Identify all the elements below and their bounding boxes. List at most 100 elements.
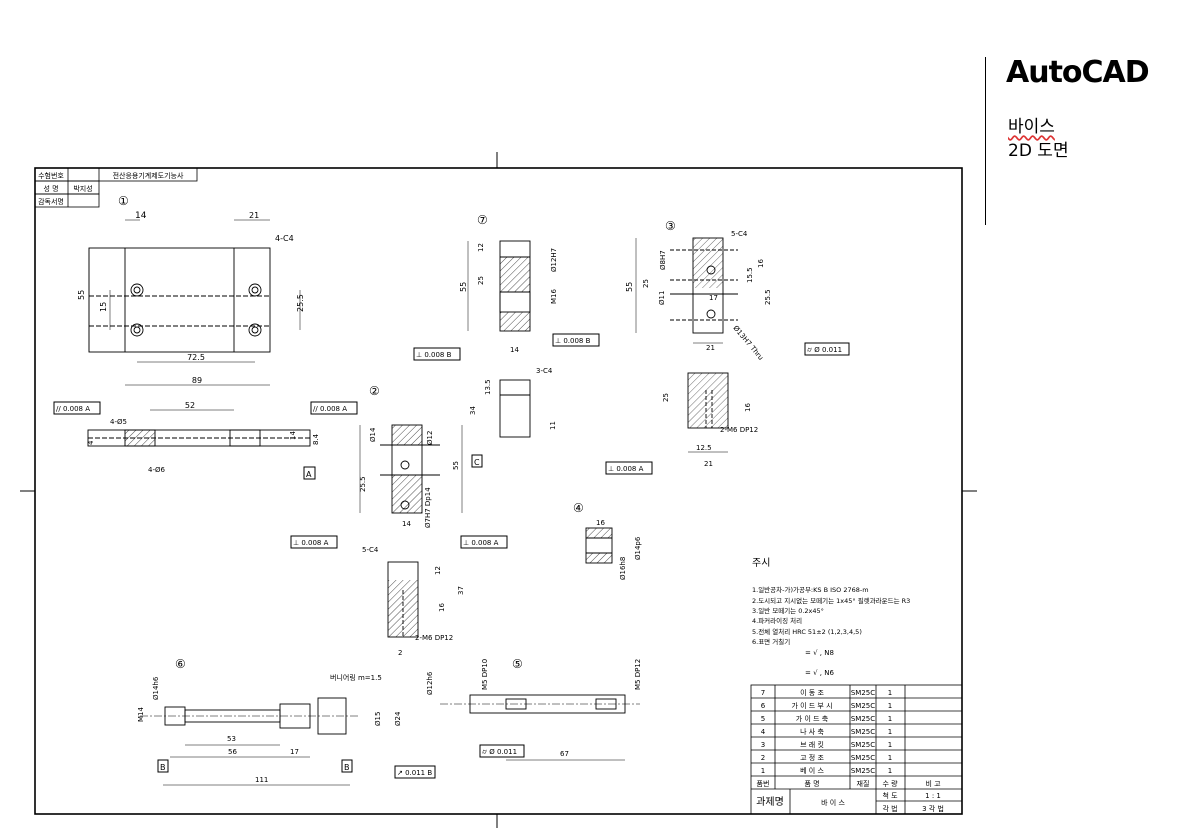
part-7-section-hatch-2 [500,312,530,331]
parts-list-grid [750,684,963,815]
notes-line-6: 6.표면 거칠기 [752,637,790,646]
part-6-note-ring: 버니어링 m=1.5 [330,673,382,682]
part-6-dim-56: 56 [228,748,237,756]
part-1-dim-72-5: 72.5 [187,353,205,362]
notes-line-2: 2.도시되고 지시없는 모떼기는 1x45° 필렛과라운드는 R3 [752,596,910,605]
svg-text:B: B [160,763,166,772]
part-4-hatch-bottom [586,553,612,563]
info-value-2: 박지성 [73,184,92,193]
svg-text:// 0.008 A: // 0.008 A [313,405,347,413]
divider-line [985,57,986,225]
svg-text:품번: 품번 [757,779,770,788]
parts-list-rows: 7 이 동 조 SM25C 1 6 가 이 드 부 시 SM25C 1 5 가 … [757,688,942,788]
part-2-dim-12: Ø12 [426,431,434,445]
tolerance-frame-3: ⌭ Ø 0.011 [804,342,850,356]
part-3-dim-16: 16 [757,259,765,268]
part-3b-dim-12-5: 12.5 [696,444,712,452]
notes-line-5: 5.전체 열처리 HRC 51±2 (1,2,3,4,5) [752,627,862,636]
part-1-dim-89: 89 [192,376,202,385]
part-c-dim-34: 34 [469,406,477,415]
projection-label: 각 법 [882,804,897,813]
svg-text:⌭ Ø 0.011: ⌭ Ø 0.011 [482,748,517,756]
part-5c-dim-2: 2 [398,649,402,657]
part-6-marker: ⑥ [175,657,186,671]
part-3-section-hatch [693,238,723,288]
part-5-dim-m5-12: M5 DP12 [634,659,642,690]
svg-text:C: C [474,458,480,467]
part-1-section-hatch [125,430,155,446]
notes-title: 주시 [752,557,770,569]
svg-text:1: 1 [888,767,892,775]
part-4-hatch-top [586,528,612,538]
svg-text:6: 6 [761,702,766,710]
part-5-dim-m5-10: M5 DP10 [481,659,489,690]
part-c-dim-chamfer: 3-C4 [536,367,553,375]
svg-text:1: 1 [888,728,892,736]
svg-text:2: 2 [761,754,765,762]
svg-text:1: 1 [888,702,892,710]
info-label-3: 감독서명 [38,197,64,206]
tolerance-frame-8: ⊥ 0.008 A [460,535,508,549]
part-3-dim-21: 21 [706,344,715,352]
subtitle-type: 2D 도면 [1008,141,1069,161]
svg-text:// 0.008 A: // 0.008 A [56,405,90,413]
part-7-dim-12h7: Ø12H7 [550,248,558,272]
svg-text:가 이 드 축: 가 이 드 축 [796,714,829,723]
part-7-dim-14: 14 [510,346,519,354]
part-2-marker: ② [369,384,380,398]
info-box [34,167,198,208]
tolerance-frame-7: ⊥ 0.008 A [290,535,338,549]
part-2-dim-14: Ø14 [369,427,377,442]
part-5-dim-67: 67 [560,750,569,758]
part-5c-dim-37: 37 [457,586,465,595]
part-6-dim-17: 17 [290,748,299,756]
tolerance-frame-9: ⌭ Ø 0.011 [479,744,525,758]
part-c-view [499,379,531,438]
part-2-dim-bottom-14: 14 [402,520,411,528]
part-7-dim-25: 25 [477,276,485,285]
part-1-dim-14: 14 [135,211,147,221]
part-2a-dim-4-5: 4-Ø5 [110,418,127,426]
title-value: 바 이 스 [821,798,845,807]
svg-text:B: B [344,763,350,772]
part-6-views [140,697,360,786]
svg-text:⊥ 0.008 B: ⊥ 0.008 B [416,351,452,359]
datum-a-1: A [303,466,316,480]
part-2-dim-55: 55 [452,461,460,470]
part-3b-dim-25: 25 [662,393,670,402]
part-6-dim-24: Ø24 [394,711,402,726]
part-5c-dim-16: 16 [438,603,446,612]
svg-text:나 사 축: 나 사 축 [800,727,824,736]
part-7-dim-55: 55 [459,282,468,292]
part-3-dim-thru: Ø13H7 Thru [731,324,764,362]
svg-text:수 량: 수 량 [882,780,898,788]
part-2a-dim-8-4: 8.4 [312,433,320,445]
sheet-border [20,152,977,828]
scale-value: 1 : 1 [925,792,941,800]
part-2-dim-7h7: Ø7H7 Dp14 [424,487,432,528]
svg-text:SM25C: SM25C [851,715,875,723]
scale-label: 척 도 [882,792,898,800]
part-4-dim-16h8: Ø16h8 [619,557,627,580]
info-label-1: 수험번호 [38,171,64,180]
part-2a-dim-14: 14 [289,431,297,440]
part-7-section-hatch [500,257,530,292]
svg-text:SM25C: SM25C [851,767,875,775]
svg-text:A: A [306,470,312,479]
svg-text:품 명: 품 명 [804,779,819,788]
svg-text:SM25C: SM25C [851,741,875,749]
svg-text:⊥ 0.008 A: ⊥ 0.008 A [293,539,329,547]
svg-text:베 이 스: 베 이 스 [800,766,824,775]
part-6-dim-14h6: Ø14h6 [152,676,160,700]
part-3-dim-55: 55 [625,282,634,292]
part-6-dim-111: 111 [255,776,268,784]
svg-text:SM25C: SM25C [851,689,875,697]
projection-value: 3 각 법 [922,804,944,813]
svg-text:이 동 조: 이 동 조 [800,688,824,697]
svg-text:⊥ 0.008 B: ⊥ 0.008 B [555,337,591,345]
part-5-views [440,694,640,761]
datum-b-2: B [341,759,353,773]
part-6-dim-m14: M14 [137,707,145,722]
part-7-dim-m16: M16 [550,289,558,304]
datum-b-1: B [157,759,169,773]
